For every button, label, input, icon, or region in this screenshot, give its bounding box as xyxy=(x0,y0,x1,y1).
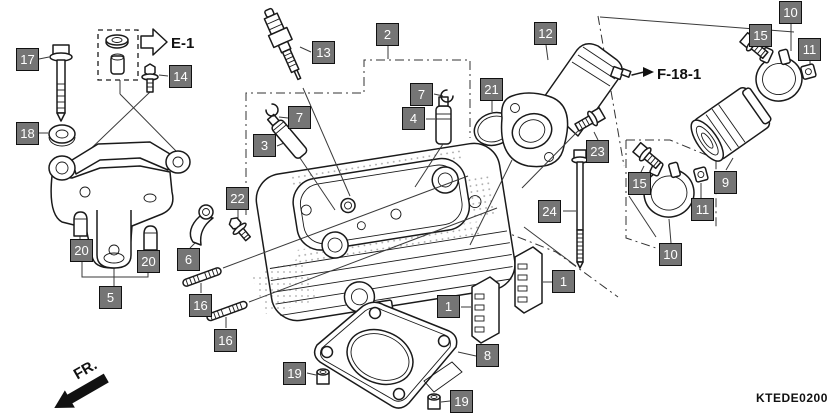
head-gasket-drawing xyxy=(313,301,463,409)
dowel-pin-drawing xyxy=(316,368,330,385)
leader-lines xyxy=(38,24,811,403)
long-leader-lines xyxy=(222,87,579,303)
cushion-rubber-drawing xyxy=(471,276,500,344)
stud-16-drawing xyxy=(182,267,222,287)
callout-4: 4 xyxy=(402,107,425,130)
e1-arrow-icon xyxy=(140,28,168,56)
callout-18: 18 xyxy=(16,122,39,145)
clamp-nut-drawing xyxy=(693,166,709,183)
callout-22: 22 xyxy=(226,187,249,210)
callout-1-left: 1 xyxy=(437,295,460,318)
valve-clip-drawing xyxy=(265,103,279,117)
callout-11-low: 11 xyxy=(691,198,714,221)
callout-15-low: 15 xyxy=(628,172,651,195)
flange-bolt-drawing xyxy=(141,63,159,93)
bolt-22-drawing xyxy=(228,217,252,242)
callout-5: 5 xyxy=(99,286,122,309)
callout-1-right: 1 xyxy=(552,270,575,293)
valve-guide-4-drawing xyxy=(435,96,452,145)
insulator-drawing xyxy=(690,87,772,162)
cushion-rubber-drawing xyxy=(514,246,543,314)
callout-6: 6 xyxy=(177,248,200,271)
spark-plug-drawing xyxy=(263,7,302,81)
dowel-pin-drawing xyxy=(427,393,441,410)
washer-drawing xyxy=(48,124,76,147)
f18-arrow-icon xyxy=(643,67,654,77)
callout-16-low: 16 xyxy=(214,329,237,352)
callout-14: 14 xyxy=(169,65,192,88)
stud-24-drawing xyxy=(571,149,589,269)
callout-10-low: 10 xyxy=(659,243,682,266)
front-direction-marker: FR. xyxy=(54,356,109,408)
callout-19-right: 19 xyxy=(450,390,473,413)
front-arrow-icon xyxy=(54,373,109,408)
clamp-nut-drawing xyxy=(800,63,817,80)
callout-8: 8 xyxy=(476,344,499,367)
callout-12: 12 xyxy=(534,22,557,45)
e1-label: E-1 xyxy=(171,35,194,52)
e1-reference: E-1 xyxy=(140,28,194,56)
callout-20-right: 20 xyxy=(137,250,160,273)
callout-13: 13 xyxy=(312,41,335,64)
callout-9: 9 xyxy=(714,171,737,194)
stud-16-drawing xyxy=(206,300,248,322)
callout-3: 3 xyxy=(253,134,276,157)
diagram-code: KTEDE0200 xyxy=(756,391,828,405)
clamp-bolt-drawing xyxy=(632,141,662,170)
intake-pipe-drawing xyxy=(500,43,632,168)
callout-2: 2 xyxy=(376,23,399,46)
callout-24: 24 xyxy=(538,200,561,223)
callout-7-right: 7 xyxy=(410,83,433,106)
f18-label: F-18-1 xyxy=(657,66,701,83)
callout-21: 21 xyxy=(480,78,503,101)
callout-15-top: 15 xyxy=(749,24,772,47)
callout-10-top: 10 xyxy=(779,1,802,24)
clamp-band-drawing xyxy=(755,46,803,102)
cylinder-head-drawing xyxy=(255,142,516,322)
callout-23: 23 xyxy=(586,140,609,163)
stipple-patch xyxy=(252,258,318,314)
rocker-arm-drawing xyxy=(189,204,214,246)
callout-11-top: 11 xyxy=(798,38,821,61)
callout-17: 17 xyxy=(16,48,39,71)
tappet-cap-drawing xyxy=(73,211,158,251)
callout-20-left: 20 xyxy=(70,239,93,262)
cam-holder-drawing xyxy=(48,141,191,269)
stud-23-drawing xyxy=(574,107,606,132)
e1-parts-box xyxy=(97,29,139,81)
callout-19-left: 19 xyxy=(283,362,306,385)
f18-reference: F-18-1 xyxy=(631,66,701,83)
callout-7-left: 7 xyxy=(288,106,311,129)
callout-16-up: 16 xyxy=(189,294,212,317)
valve-guide-3-drawing xyxy=(266,113,308,159)
long-bolt-drawing xyxy=(49,44,73,122)
valve-clip-drawing xyxy=(440,89,454,103)
